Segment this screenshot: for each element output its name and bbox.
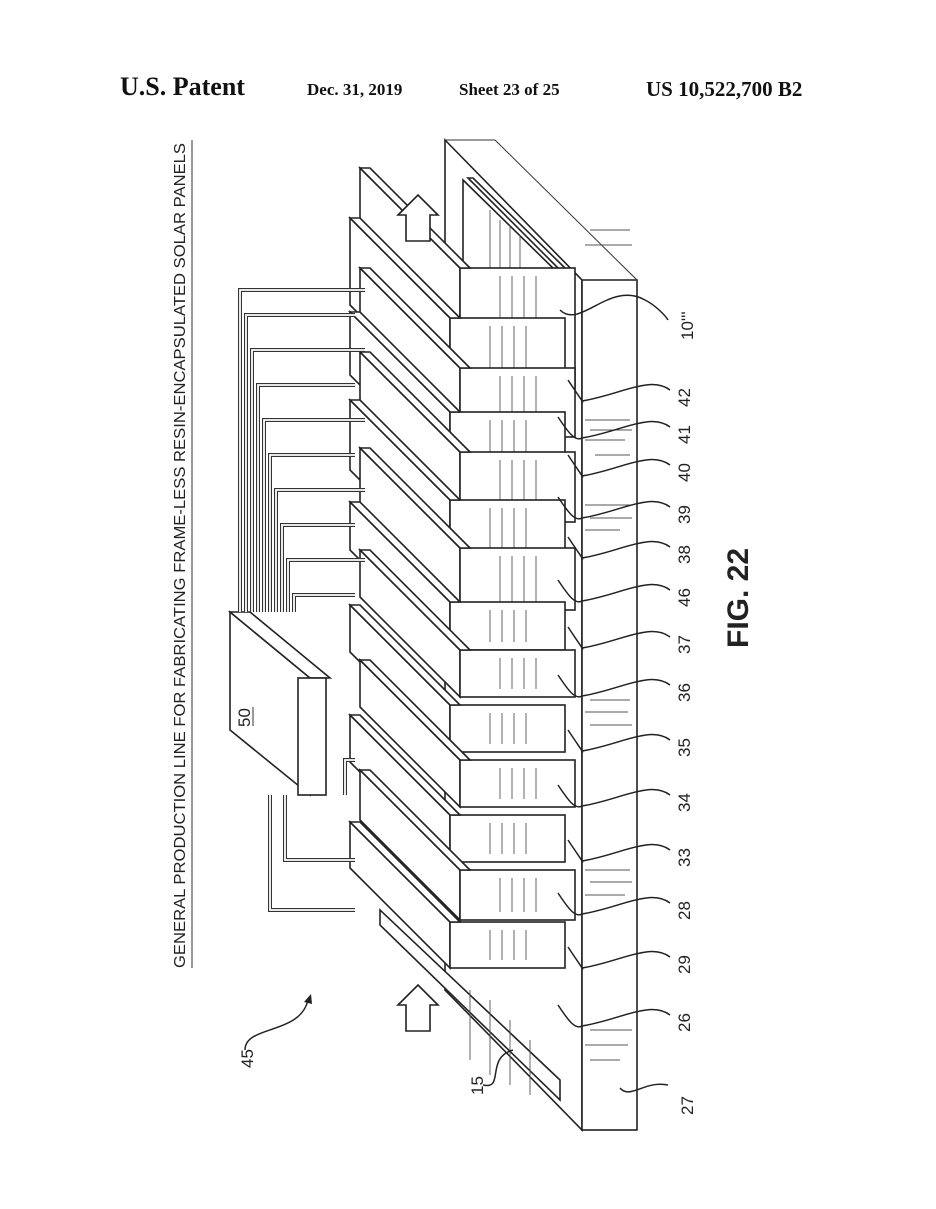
system-label: 45 bbox=[238, 1049, 257, 1068]
station-label: 39 bbox=[675, 505, 694, 524]
station-top bbox=[358, 659, 472, 761]
input-panel bbox=[379, 908, 561, 1102]
station-label: 42 bbox=[675, 388, 694, 407]
station-front bbox=[449, 601, 566, 651]
station-29 bbox=[358, 768, 576, 922]
control-wire bbox=[283, 795, 355, 862]
input-panel-label: 15 bbox=[468, 1076, 487, 1095]
station-front bbox=[459, 547, 576, 611]
station-top bbox=[358, 267, 472, 369]
station-28 bbox=[348, 713, 566, 864]
station-top bbox=[348, 714, 462, 816]
station-top bbox=[358, 447, 472, 549]
station-label: 26 bbox=[675, 1013, 694, 1032]
station-label: 28 bbox=[675, 901, 694, 920]
leader-line bbox=[567, 626, 671, 650]
station-front bbox=[459, 649, 576, 698]
station-top bbox=[348, 821, 462, 923]
station-33 bbox=[358, 658, 576, 809]
station-label: 34 bbox=[675, 793, 694, 812]
station-label: 33 bbox=[675, 848, 694, 867]
leader-line bbox=[567, 729, 671, 753]
station-label: 41 bbox=[675, 425, 694, 444]
controller-label: 50 bbox=[235, 708, 254, 727]
figure-label: FIG. 22 bbox=[722, 548, 755, 648]
leader-line bbox=[557, 784, 671, 808]
station-36 bbox=[348, 500, 566, 652]
station-label: 35 bbox=[675, 738, 694, 757]
station-top bbox=[348, 399, 462, 501]
station-top bbox=[348, 217, 462, 319]
patent-header-title: U.S. Patent bbox=[120, 72, 245, 101]
station-label: 36 bbox=[675, 683, 694, 702]
station-label: 40 bbox=[675, 463, 694, 482]
station-top bbox=[348, 604, 462, 706]
station-label: 38 bbox=[675, 545, 694, 564]
controller-box: 50 bbox=[227, 610, 333, 797]
arrowhead-icon bbox=[304, 994, 312, 1004]
control-wire bbox=[268, 795, 355, 912]
control-wire bbox=[292, 593, 355, 612]
leader-line bbox=[567, 454, 671, 478]
leader-line bbox=[557, 496, 671, 520]
conveyor-label: 27 bbox=[678, 1096, 697, 1115]
station-top bbox=[358, 549, 472, 651]
flow-arrow-input bbox=[396, 983, 440, 1032]
processing-stations bbox=[348, 166, 576, 970]
station-labels: 42 41 40 39 38 46 37 36 35 34 33 28 29 26 bbox=[557, 379, 694, 1032]
station-label: 37 bbox=[675, 635, 694, 654]
patent-date: Dec. 31, 2019 bbox=[307, 80, 403, 99]
leader-line bbox=[557, 892, 671, 916]
system-reference: 45 bbox=[238, 994, 312, 1068]
station-label: 29 bbox=[675, 955, 694, 974]
figure-title: GENERAL PRODUCTION LINE FOR FABRICATING … bbox=[172, 143, 189, 968]
output-panel-label: 10''' bbox=[678, 311, 697, 340]
leader-line bbox=[567, 536, 671, 560]
station-top bbox=[348, 311, 462, 413]
station-front bbox=[449, 704, 566, 753]
leader-line bbox=[567, 946, 671, 970]
station-top bbox=[358, 769, 472, 871]
leader-line bbox=[557, 579, 671, 603]
conveyor-hatching bbox=[585, 229, 632, 1061]
station-front bbox=[449, 814, 566, 863]
flow-arrow-output bbox=[396, 193, 440, 242]
station-35 bbox=[358, 548, 576, 699]
station-top bbox=[348, 501, 462, 603]
leader-line bbox=[567, 379, 671, 403]
conveyor-front bbox=[581, 279, 638, 1131]
station-top bbox=[358, 351, 472, 453]
controller-front bbox=[297, 677, 327, 796]
station-front bbox=[459, 759, 576, 808]
patent-number: US 10,522,700 B2 bbox=[646, 77, 803, 101]
station-front bbox=[459, 869, 576, 921]
leader-line bbox=[557, 674, 671, 698]
leader-line bbox=[567, 839, 671, 863]
leader-line bbox=[557, 416, 671, 440]
controller-top bbox=[227, 611, 333, 679]
leader-line bbox=[557, 1004, 671, 1028]
control-wires bbox=[238, 288, 365, 912]
station-26 bbox=[348, 820, 566, 970]
station-label: 46 bbox=[675, 588, 694, 607]
station-front bbox=[449, 921, 566, 969]
sheet-number: Sheet 23 of 25 bbox=[459, 80, 560, 99]
